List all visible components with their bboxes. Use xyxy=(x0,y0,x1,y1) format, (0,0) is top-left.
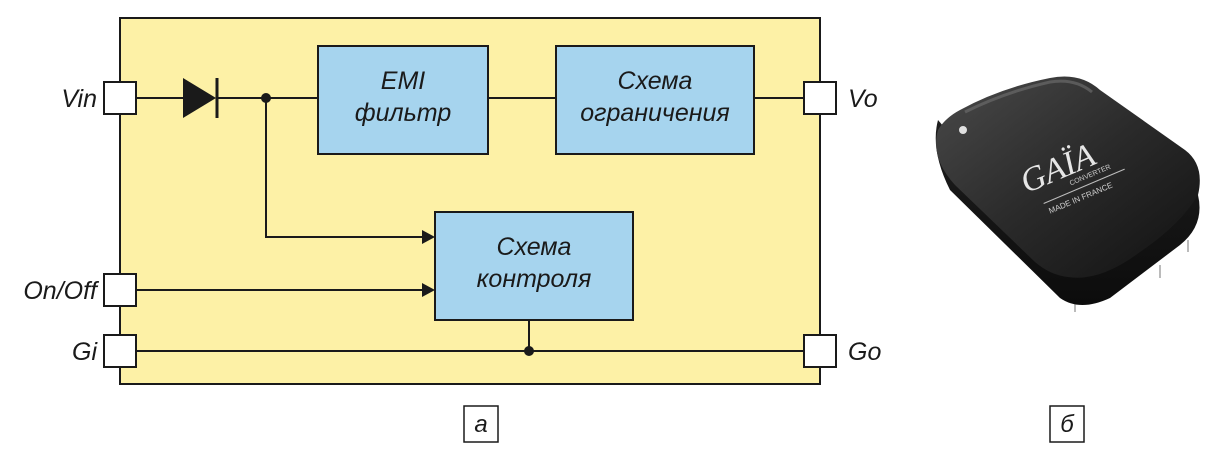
junction-dot-vin xyxy=(261,93,271,103)
wires xyxy=(136,97,804,352)
terminal-onoff xyxy=(103,273,137,307)
emi-filter-label-line1: EMI xyxy=(381,67,426,95)
module-photo: GAÏA CONVERTER MADE IN FRANCE б xyxy=(935,76,1200,443)
pin-label-go: Go xyxy=(848,338,881,366)
emi-filter-label-line2: фильтр xyxy=(355,99,452,127)
terminal-gi xyxy=(103,334,137,368)
caption-box-right xyxy=(1049,405,1085,443)
module-highlight xyxy=(964,79,1093,114)
wire-junction-to-control xyxy=(265,98,424,238)
module-pin1-marker xyxy=(959,126,967,134)
limiter-label-line1: Схема xyxy=(618,67,693,95)
pin-label-onoff: On/Off xyxy=(23,277,100,305)
diode-symbol xyxy=(183,78,219,118)
control-label-line2: контроля xyxy=(477,265,592,293)
module-body-side xyxy=(935,120,1200,305)
limiter-label-line2: ограничения xyxy=(580,99,730,127)
block-diagram: EMI фильтр Схема ограничения Схема контр… xyxy=(23,17,881,443)
module-body-top xyxy=(936,76,1200,278)
arrow-head-upper xyxy=(422,230,435,244)
pin-label-gi: Gi xyxy=(72,338,98,366)
control-label-line1: Схема xyxy=(497,233,572,261)
junction-dot-ground xyxy=(524,346,534,356)
limiter-block xyxy=(555,45,755,155)
emi-filter-block xyxy=(317,45,489,155)
pin-label-vo: Vo xyxy=(848,85,878,113)
terminal-vin xyxy=(103,81,137,115)
caption-left: а xyxy=(474,411,487,438)
caption-box-left xyxy=(463,405,499,443)
diode-triangle xyxy=(183,78,216,118)
terminal-go xyxy=(803,334,837,368)
module-marking-rule xyxy=(1043,168,1125,204)
arrow-head-lower xyxy=(422,283,435,297)
control-block xyxy=(434,211,634,321)
pin-label-vin: Vin xyxy=(61,85,97,113)
terminal-vo xyxy=(803,81,837,115)
caption-right: б xyxy=(1060,411,1075,438)
